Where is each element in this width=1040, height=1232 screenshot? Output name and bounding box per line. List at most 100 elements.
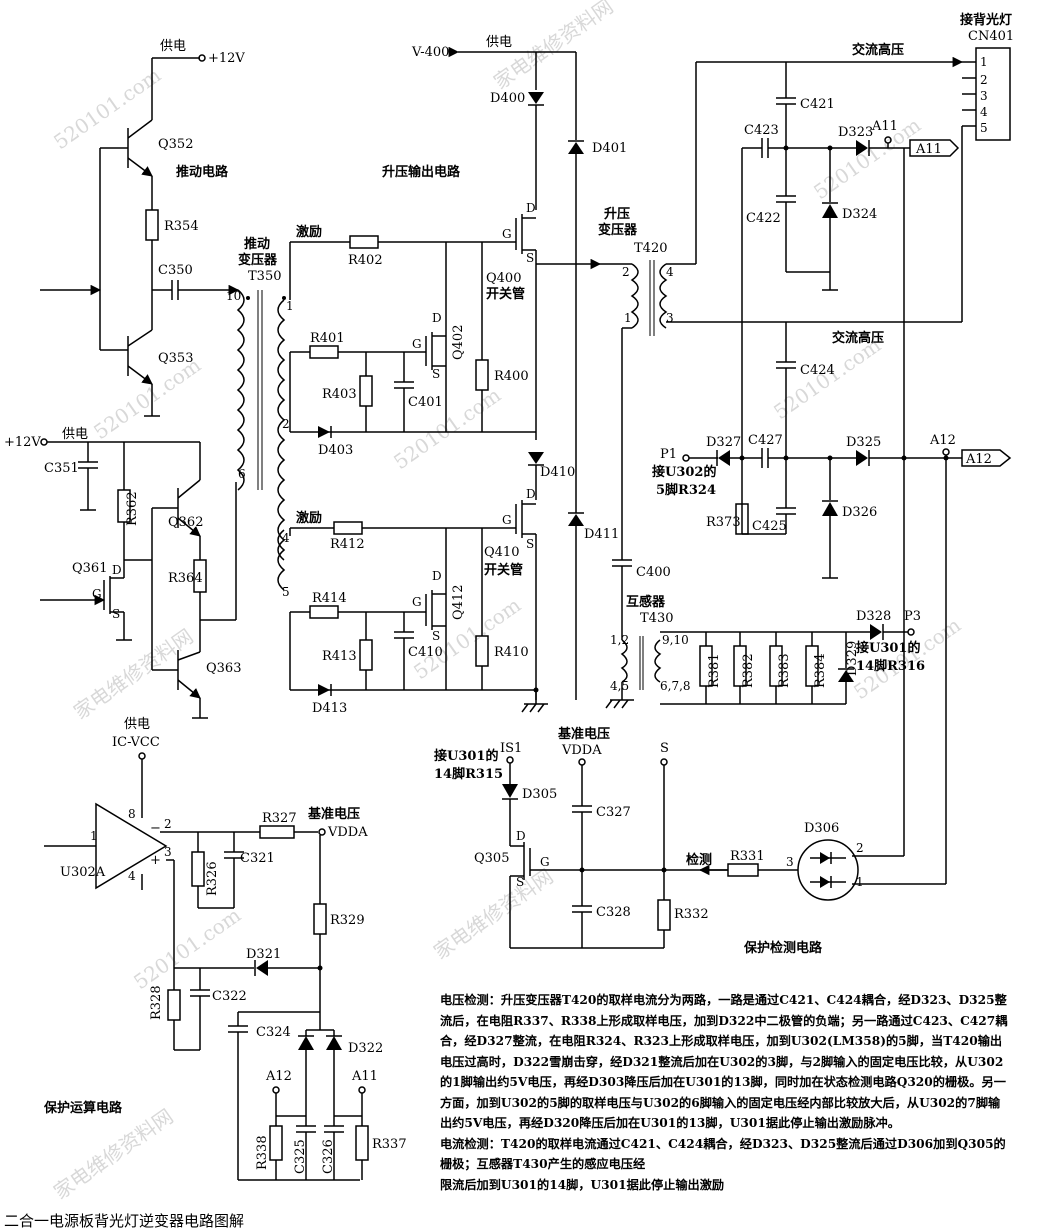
label: 基准电压 bbox=[557, 726, 610, 742]
label: D321 bbox=[246, 947, 281, 962]
label: T350 bbox=[248, 269, 281, 284]
label: 激励 bbox=[296, 510, 322, 526]
label: T420 bbox=[634, 241, 667, 256]
label: 3 bbox=[786, 855, 794, 869]
label: VDDA bbox=[561, 743, 602, 758]
label: C423 bbox=[744, 123, 779, 138]
label: 3 bbox=[164, 845, 172, 859]
label: − bbox=[150, 821, 161, 836]
label: 开关管 bbox=[486, 286, 525, 302]
resistor-r328 bbox=[167, 989, 181, 1021]
label: 1 bbox=[286, 299, 294, 313]
label: 1 bbox=[624, 311, 632, 325]
label: Q400 bbox=[486, 271, 521, 286]
label: R383 bbox=[777, 653, 792, 688]
label: R384 bbox=[813, 653, 828, 688]
label: D326 bbox=[842, 505, 877, 520]
label: 3 bbox=[666, 311, 674, 325]
label: G bbox=[540, 855, 550, 869]
label: R332 bbox=[674, 907, 709, 922]
label: R364 bbox=[168, 571, 203, 586]
label: D403 bbox=[318, 443, 353, 458]
label: 1 bbox=[856, 875, 864, 889]
boost-lower: 激励 R412 D G S Q410 开关管 D411 R410 R414 D bbox=[289, 440, 619, 716]
label: G bbox=[502, 227, 512, 241]
resistor-r329 bbox=[313, 903, 327, 935]
label: 4 bbox=[666, 265, 674, 279]
label: G bbox=[412, 595, 422, 609]
label: D329 bbox=[845, 641, 860, 676]
label: 升压 bbox=[604, 206, 630, 222]
label: R402 bbox=[348, 253, 383, 268]
label: S bbox=[112, 607, 120, 621]
diode-d326 bbox=[822, 502, 838, 516]
label: D400 bbox=[490, 91, 525, 106]
label: 1 bbox=[90, 829, 98, 843]
label: 变压器 bbox=[238, 252, 278, 268]
watermark-text: 家电维修资料网 bbox=[429, 864, 557, 964]
diode-d411 bbox=[568, 514, 584, 526]
label: VDDA bbox=[327, 825, 368, 840]
label: R362 bbox=[125, 491, 140, 526]
diode-d324 bbox=[822, 204, 838, 218]
label: 1 bbox=[980, 55, 988, 69]
diode-d325 bbox=[856, 450, 868, 466]
section-title: 推动电路 bbox=[176, 164, 229, 180]
resistor-r401 bbox=[309, 345, 339, 359]
label: D306 bbox=[804, 821, 839, 836]
resistor-r403 bbox=[359, 375, 373, 407]
label: + bbox=[150, 853, 161, 868]
label: C424 bbox=[800, 363, 835, 378]
drive-transformer-t350: 推动 变压器 T350 10 1 2 6 4 5 bbox=[226, 236, 294, 599]
label: Q362 bbox=[168, 515, 203, 530]
label: D bbox=[432, 569, 442, 583]
diode-d401 bbox=[568, 142, 584, 154]
resistor-r412 bbox=[333, 521, 363, 535]
label: U302A bbox=[60, 865, 106, 880]
label: A11 bbox=[871, 119, 898, 134]
label: D324 bbox=[842, 207, 877, 222]
desc-current-end: 限流后加到U301的14脚，U301据此停止输出激励 bbox=[440, 1177, 725, 1192]
label: D322 bbox=[348, 1041, 383, 1056]
diode-d328 bbox=[870, 624, 882, 640]
label: 5 bbox=[282, 585, 290, 599]
resistor-r354 bbox=[145, 209, 159, 241]
label: R414 bbox=[312, 591, 347, 606]
label: D327 bbox=[706, 435, 741, 450]
label: 接U301的 bbox=[856, 640, 920, 656]
label: 变压器 bbox=[598, 222, 638, 238]
resistor-r332 bbox=[657, 899, 671, 931]
label: 交流高压 bbox=[852, 42, 904, 58]
label: D413 bbox=[312, 701, 347, 716]
label: 2 bbox=[622, 265, 630, 279]
label: R354 bbox=[164, 219, 199, 234]
label: 6,7,8 bbox=[660, 679, 691, 693]
label: 4 bbox=[128, 869, 136, 883]
label: D328 bbox=[856, 609, 891, 624]
label: C422 bbox=[746, 211, 781, 226]
label: 8 bbox=[128, 807, 136, 821]
watermark-text: 520101.com bbox=[49, 63, 165, 154]
label: 供电 bbox=[486, 35, 512, 50]
label: T430 bbox=[640, 611, 673, 626]
label: D411 bbox=[584, 527, 619, 542]
label: P3 bbox=[904, 609, 921, 624]
resistor-r338 bbox=[269, 1125, 283, 1161]
label: R329 bbox=[330, 913, 365, 928]
label: 推动 bbox=[244, 236, 270, 252]
label: 9,10 bbox=[662, 633, 689, 647]
label: Q402 bbox=[451, 325, 466, 360]
net-tag-a11 bbox=[909, 139, 960, 157]
label: C400 bbox=[636, 565, 671, 580]
label: R338 bbox=[255, 1135, 270, 1170]
label: 接背光灯 bbox=[960, 12, 1012, 28]
label: A11 bbox=[915, 142, 942, 157]
label: 供电 bbox=[124, 717, 150, 732]
boost-transformer-t420: 升压 变压器 T420 2 1 4 3 bbox=[598, 206, 674, 560]
label: A11 bbox=[351, 1069, 378, 1084]
diode-d400 bbox=[528, 92, 544, 104]
label: R382 bbox=[741, 653, 756, 688]
label: C327 bbox=[596, 805, 631, 820]
label: D305 bbox=[522, 787, 557, 802]
diode-d413 bbox=[318, 684, 330, 696]
